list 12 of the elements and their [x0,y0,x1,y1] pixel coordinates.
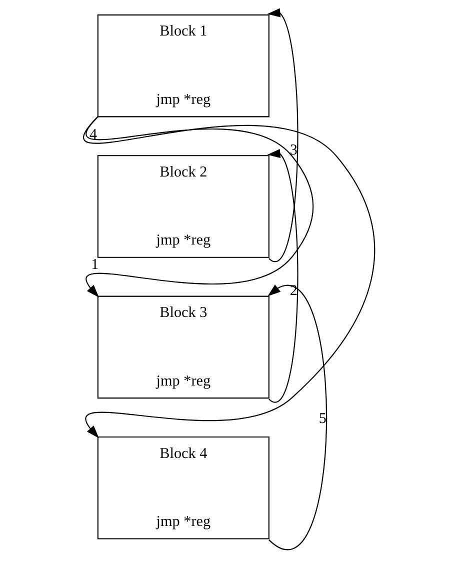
node-box: Block 4 jmp *reg [97,436,270,540]
edge-label: 4 [90,126,98,144]
edge-label: 3 [290,141,298,158]
node-box: Block 1 jmp *reg [97,14,270,118]
arrow [267,149,298,402]
arrow [84,116,375,438]
edge-label: 5 [318,410,326,427]
arrow [268,284,327,550]
arrow [267,8,298,262]
node-box: Block 3 jmp *reg [97,296,270,399]
node-box: Block 2 jmp *reg [97,155,270,258]
edge-label: 1 [91,256,99,274]
